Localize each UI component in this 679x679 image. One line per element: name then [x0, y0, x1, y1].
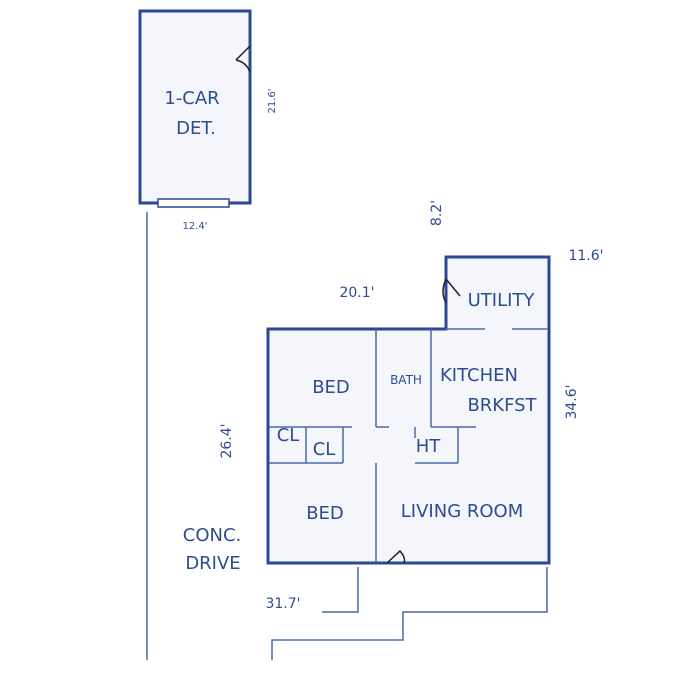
- front-door-icon: [386, 549, 406, 564]
- living-room-label: LIVING ROOM: [401, 501, 523, 522]
- breakfast-label: BRKFST: [467, 395, 537, 416]
- garage-width-dimension: 12.4': [182, 221, 207, 232]
- utility-door-icon: [442, 278, 461, 304]
- garage-outline: [138, 9, 252, 205]
- utility-depth-dimension: 8.2': [429, 200, 445, 226]
- garage-depth-dimension: 21.6': [267, 88, 278, 113]
- closet-2-label: CL: [313, 439, 336, 460]
- site-lines: [146, 212, 548, 660]
- interior-walls: [269, 328, 548, 562]
- garage: 1-CAR DET. 21.6' 12.4': [138, 9, 278, 232]
- drive-label-line2: DRIVE: [185, 553, 240, 574]
- right-depth-dimension: 34.6': [564, 384, 580, 419]
- closet-1-label: CL: [277, 425, 300, 446]
- bottom-width-dimension: 31.7': [265, 596, 300, 612]
- ht-label: HT: [416, 436, 442, 457]
- bed-top-label: BED: [312, 377, 350, 398]
- garage-label-line1: 1-CAR: [164, 88, 219, 109]
- garage-door: [157, 198, 230, 208]
- top-width-dimension: 20.1': [339, 285, 374, 301]
- house: UTILITY BED BATH KITCHEN BRKFST CL CL HT…: [219, 200, 604, 612]
- garage-entry-door-icon: [235, 45, 251, 73]
- bath-label: BATH: [390, 373, 422, 387]
- utility-label: UTILITY: [468, 290, 536, 311]
- garage-label-line2: DET.: [176, 118, 216, 139]
- bed-bottom-label: BED: [306, 503, 344, 524]
- kitchen-label: KITCHEN: [440, 365, 518, 386]
- left-depth-dimension: 26.4': [219, 423, 235, 458]
- drive-label-line1: CONC.: [183, 525, 242, 546]
- utility-width-dimension: 11.6': [568, 248, 603, 264]
